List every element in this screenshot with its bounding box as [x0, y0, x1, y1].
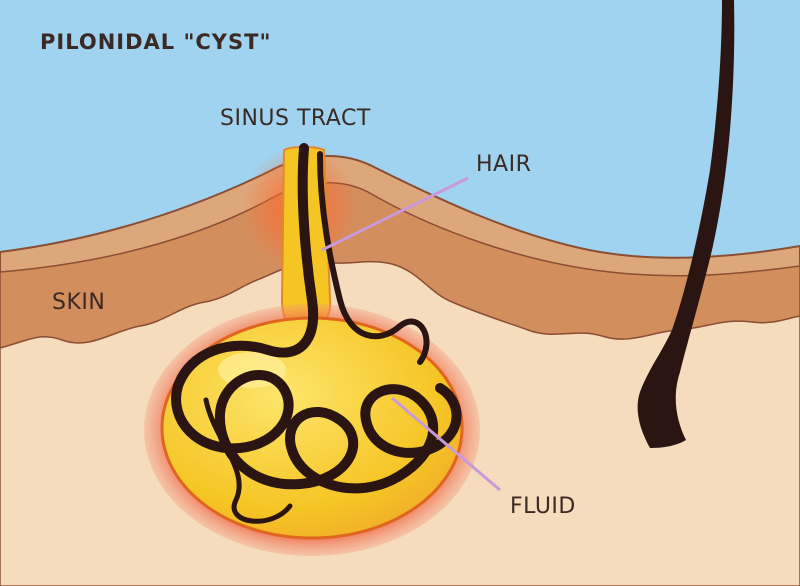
- fluid-pointer-line: [391, 396, 501, 492]
- hair-pointer-line: [321, 176, 469, 252]
- label-skin: SKIN: [52, 290, 106, 315]
- hair-follicle-icon: [637, 0, 735, 448]
- hair-strand-icon: [171, 143, 462, 524]
- label-sinus-tract: SINUS TRACT: [220, 106, 371, 131]
- label-hair: HAIR: [476, 152, 532, 177]
- diagram-title: PILONIDAL "CYST": [40, 30, 272, 54]
- label-fluid: FLUID: [510, 494, 576, 519]
